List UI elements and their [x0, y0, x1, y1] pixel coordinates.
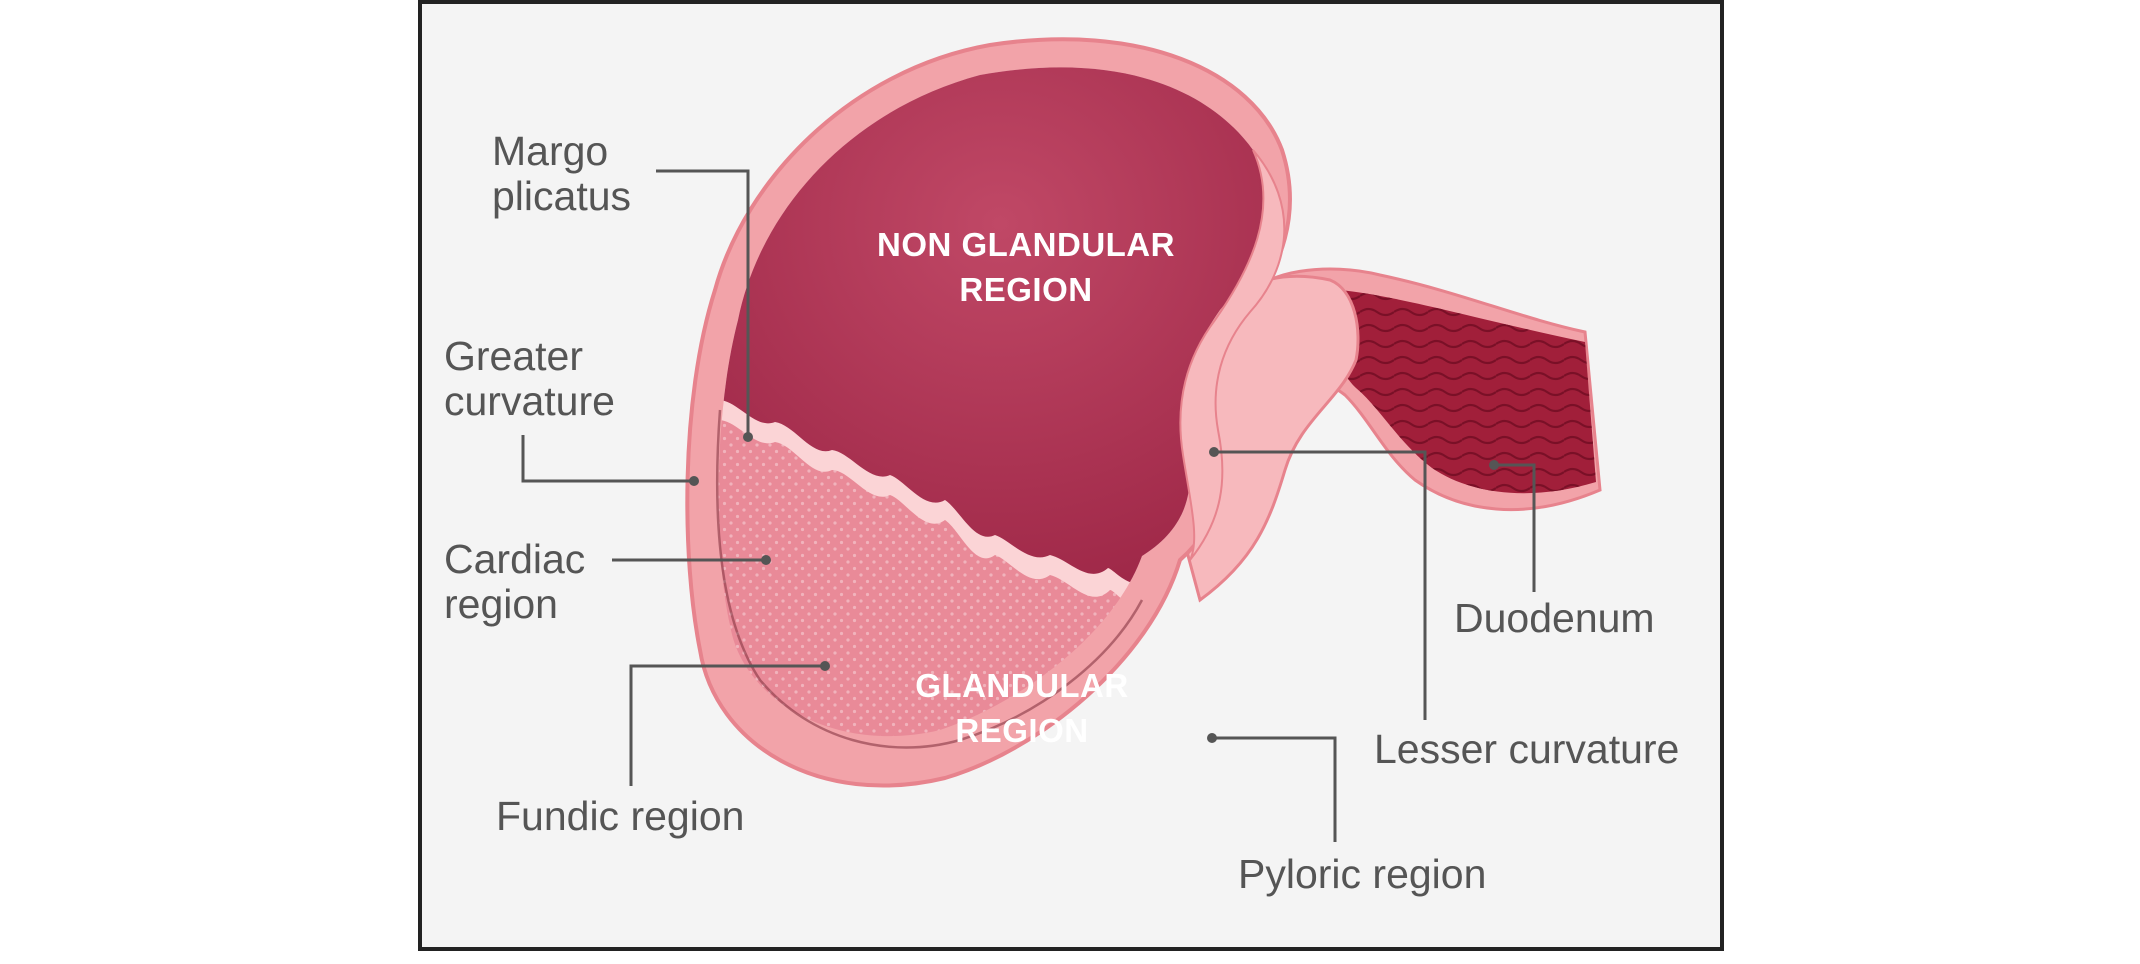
cardiac-region-label-line1: Cardiac: [444, 536, 585, 582]
cardiac-region-label-line2: region: [444, 581, 558, 627]
fundic-region-label: Fundic region: [496, 793, 744, 839]
greater-curvature-label-line1: Greater: [444, 333, 583, 379]
greater-curvature-dot: [689, 476, 699, 486]
glandular-title-line2: REGION: [955, 712, 1088, 749]
fundic-region-dot: [820, 661, 830, 671]
margo-plicatus-label-line2: plicatus: [492, 173, 631, 219]
duodenum-label: Duodenum: [1454, 595, 1655, 641]
leader-lines: [521, 169, 1536, 842]
duodenum-leader: [1494, 463, 1536, 592]
glandular-title-line1: GLANDULAR: [915, 667, 1128, 704]
pyloric-region-leader: [1212, 736, 1337, 842]
non-glandular-title-line2: REGION: [959, 271, 1092, 308]
lesser-curvature-leader: [1214, 450, 1427, 720]
pyloric-region-dot: [1207, 733, 1217, 743]
margo-plicatus-dot: [743, 432, 753, 442]
margo-plicatus-label-line1: Margo: [492, 128, 608, 174]
lesser-curvature-fold: [1179, 149, 1286, 561]
greater-curvature-label-line2: curvature: [444, 378, 615, 424]
fundic-region-leader: [629, 664, 825, 786]
margo-plicatus-leader: [656, 169, 750, 437]
non-glandular-title-line1: NON GLANDULAR: [877, 226, 1175, 263]
greater-curvature-leader: [521, 435, 694, 483]
lesser-curvature-label: Lesser curvature: [1374, 726, 1679, 772]
lesser-curvature-dot: [1209, 447, 1219, 457]
cardiac-region-dot: [761, 555, 771, 565]
duodenum-dot: [1489, 460, 1499, 470]
pyloric-region-label: Pyloric region: [1238, 851, 1486, 897]
